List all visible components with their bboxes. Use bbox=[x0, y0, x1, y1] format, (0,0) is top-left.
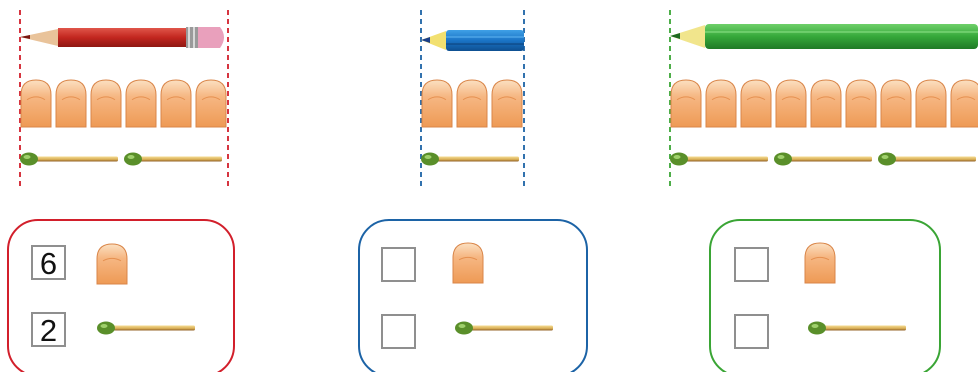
match-count-value: 2 bbox=[40, 313, 57, 348]
fingernail-icon bbox=[126, 80, 156, 127]
nail-count-value: 6 bbox=[40, 246, 57, 281]
fingernail-icon bbox=[846, 80, 876, 127]
fingernail-icon bbox=[91, 80, 121, 127]
fingernail-icon bbox=[805, 243, 835, 283]
fingernail-row bbox=[671, 80, 978, 127]
green-pencil bbox=[670, 24, 978, 49]
red-pencil bbox=[20, 27, 224, 48]
nail-count-cell[interactable] bbox=[735, 248, 768, 281]
matchstick-icon bbox=[670, 153, 768, 166]
fingernail-icon bbox=[881, 80, 911, 127]
exercise-blue bbox=[421, 10, 524, 188]
matchstick-icon bbox=[455, 322, 553, 335]
matchstick-icon bbox=[20, 153, 118, 166]
matchstick-icon bbox=[421, 153, 519, 166]
fingernail-icon bbox=[97, 244, 127, 284]
fingernail-row bbox=[422, 80, 522, 127]
matchstick-icon bbox=[97, 322, 195, 335]
match-count-cell[interactable] bbox=[735, 315, 768, 348]
fingernail-icon bbox=[21, 80, 51, 127]
matchstick-icon bbox=[878, 153, 976, 166]
blue-pencil bbox=[421, 30, 524, 51]
fingernail-icon bbox=[161, 80, 191, 127]
fingernail-icon bbox=[196, 80, 226, 127]
fingernail-icon bbox=[457, 80, 487, 127]
fingernail-icon bbox=[811, 80, 841, 127]
fingernail-icon bbox=[741, 80, 771, 127]
matchstick-icon bbox=[808, 322, 906, 335]
matchstick-row bbox=[421, 153, 519, 166]
fingernail-icon bbox=[422, 80, 452, 127]
matchstick-row bbox=[20, 153, 222, 166]
fingernail-icon bbox=[776, 80, 806, 127]
matchstick-row bbox=[670, 153, 976, 166]
fingernail-icon bbox=[453, 243, 483, 283]
fingernail-icon bbox=[805, 243, 835, 283]
fingernail-icon bbox=[706, 80, 736, 127]
fingernail-icon bbox=[951, 80, 978, 127]
answer-box-green bbox=[710, 220, 940, 372]
fingernail-icon bbox=[56, 80, 86, 127]
fingernail-icon bbox=[492, 80, 522, 127]
exercise-red bbox=[20, 10, 228, 188]
fingernail-icon bbox=[916, 80, 946, 127]
matchstick-icon bbox=[774, 153, 872, 166]
matchstick-icon bbox=[124, 153, 222, 166]
answer-box-red: 6 2 bbox=[8, 220, 234, 372]
fingernail-icon bbox=[671, 80, 701, 127]
match-count-cell[interactable] bbox=[382, 315, 415, 348]
nail-count-cell[interactable] bbox=[382, 248, 415, 281]
answer-box-blue bbox=[359, 220, 587, 372]
fingernail-icon bbox=[97, 244, 127, 284]
exercise-green bbox=[670, 10, 978, 188]
matchstick-icon bbox=[97, 322, 195, 335]
matchstick-icon bbox=[808, 322, 906, 335]
matchstick-icon bbox=[455, 322, 553, 335]
fingernail-row bbox=[21, 80, 226, 127]
fingernail-icon bbox=[453, 243, 483, 283]
